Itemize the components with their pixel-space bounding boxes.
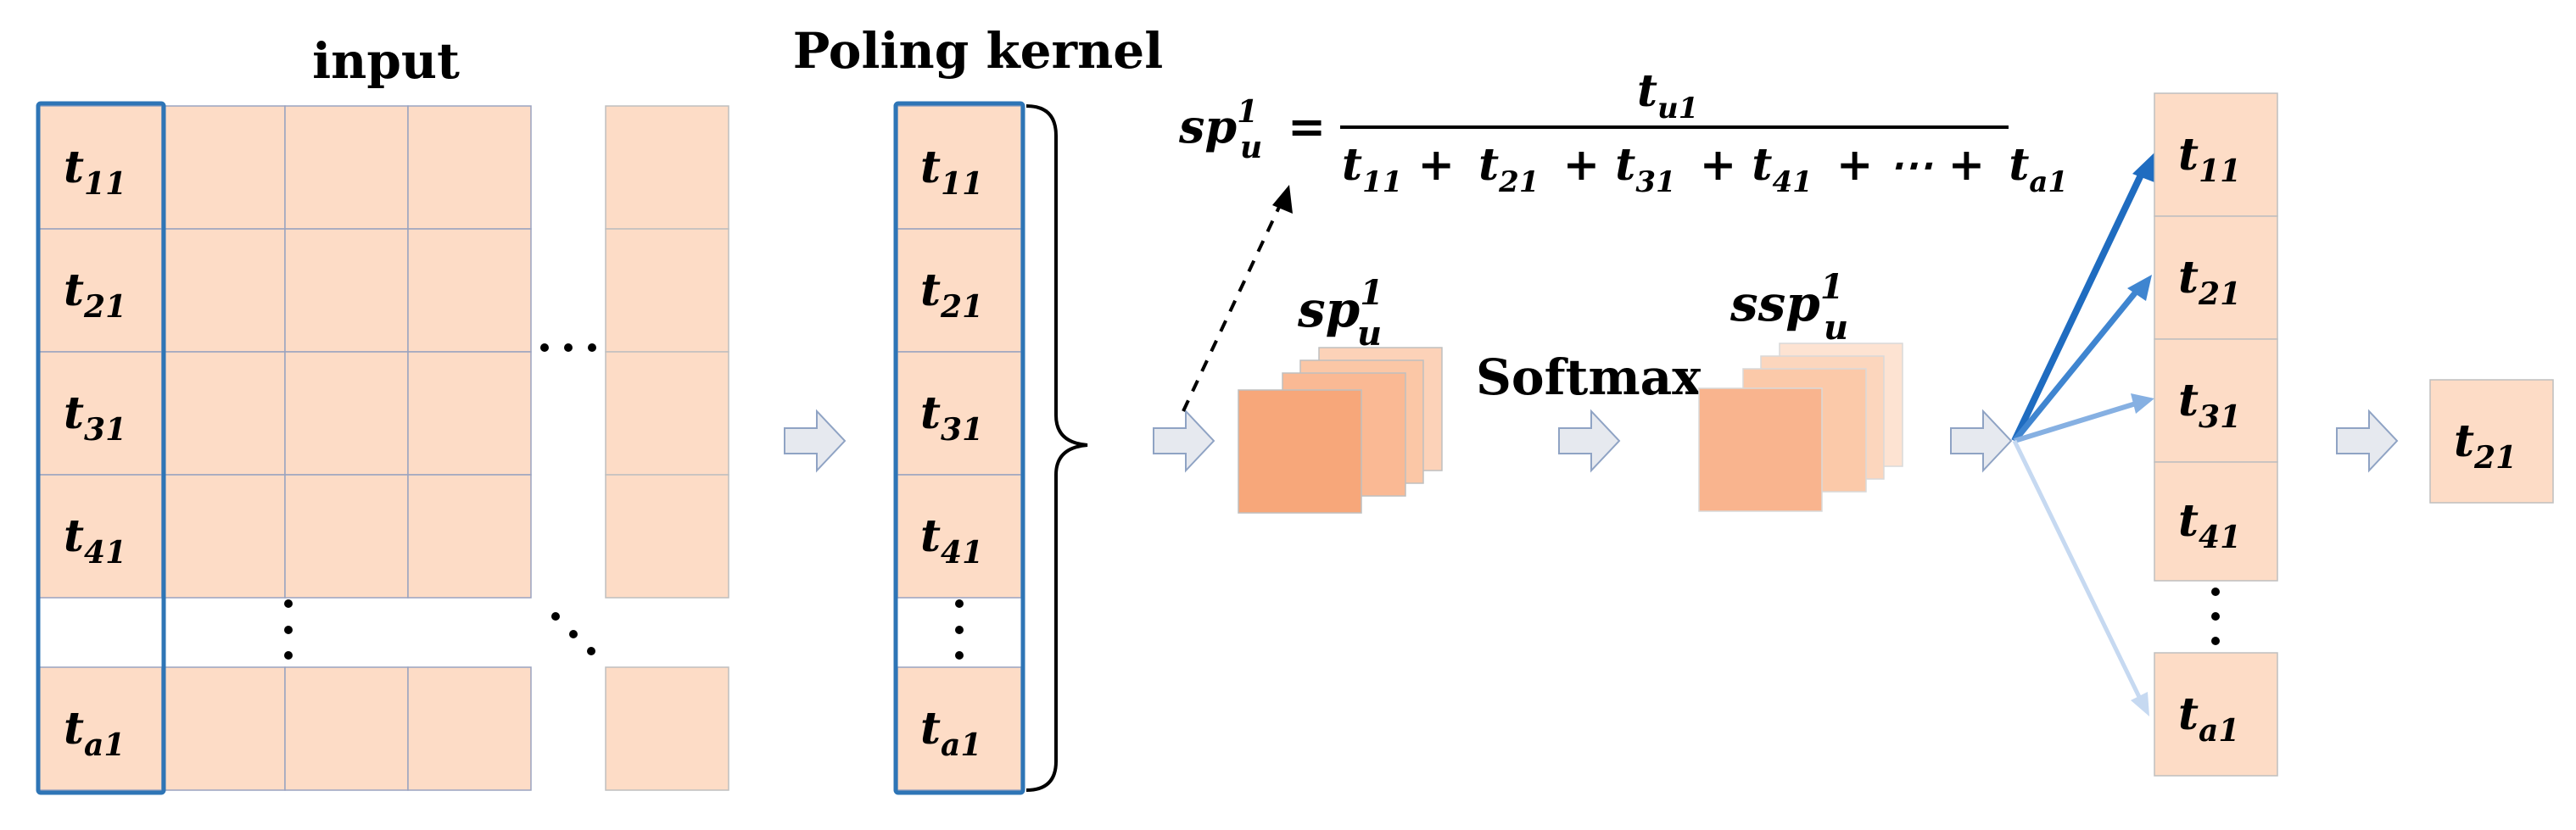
diagonal-ellipsis [551,612,595,655]
vertical-ellipsis [284,599,293,660]
flow-arrow-3 [1558,409,1621,473]
softmax-label: Softmax [1476,348,1702,406]
kernel-vertical-ellipsis [955,599,964,660]
input-title: input [312,32,460,90]
weight-arrow-t31 [2014,401,2137,443]
kernel-cell-t31: t31 [920,387,983,448]
input-matrix: input [36,32,729,795]
dashed-arrow-line [1182,203,1282,412]
output-cell-label: t21 [2454,415,2517,476]
formula-denominator: t11 + t21 + t31 + t41 + ⋯ + ta1 [1342,139,2068,199]
flow-arrow-1 [784,409,847,473]
kernel-title: Poling kernel [793,22,1163,80]
weight-arrow-t11 [2011,166,2148,443]
formula-numerator: tu1 [1637,65,1698,125]
kernel-cell-t11: t11 [920,142,983,202]
weighted-cell-ta1: ta1 [2178,688,2239,749]
weighted-cell-t31: t31 [2178,375,2241,435]
weighted-column: t11 t21 t31 t41 ta1 [2154,92,2278,777]
horizontal-ellipsis [540,343,596,352]
input-cell-ta1: ta1 [64,703,125,763]
input-cell-t11: t11 [64,142,126,202]
weight-arrows [2011,153,2154,716]
input-column-1 [37,105,163,791]
input-columns-middle [161,105,532,791]
weighted-vertical-ellipsis [2211,588,2220,645]
kernel-cell-t41: t41 [920,510,983,571]
input-cell-t41: t41 [64,510,126,571]
curly-brace [1025,104,1088,792]
flow-arrow-2 [1153,409,1215,473]
weight-arrow-t21 [2012,287,2140,443]
input-highlight-column [36,101,166,795]
flow-arrow-5 [2336,409,2399,473]
kernel-highlight-column [893,101,1025,795]
kernel-cell-ta1: ta1 [920,703,981,763]
weighted-cell-t41: t41 [2178,495,2241,555]
weight-arrow-ta1 [2012,439,2142,699]
pooling-kernel: Poling kernel t11 t21 t31 t41 ta1 [793,22,1163,795]
flow-arrow-4 [1950,409,2013,473]
input-column-last [605,105,729,791]
dashed-arrow-head [1272,185,1293,214]
weighted-cell-t21: t21 [2178,252,2241,312]
input-cell-t31: t31 [64,387,126,448]
formula-equals: = [1288,99,1326,153]
kernel-cell-t21: t21 [920,265,983,325]
output-cell: t21 [2429,379,2554,504]
weighted-cell-t11: t11 [2178,129,2241,189]
input-cell-t21: t21 [64,265,126,325]
